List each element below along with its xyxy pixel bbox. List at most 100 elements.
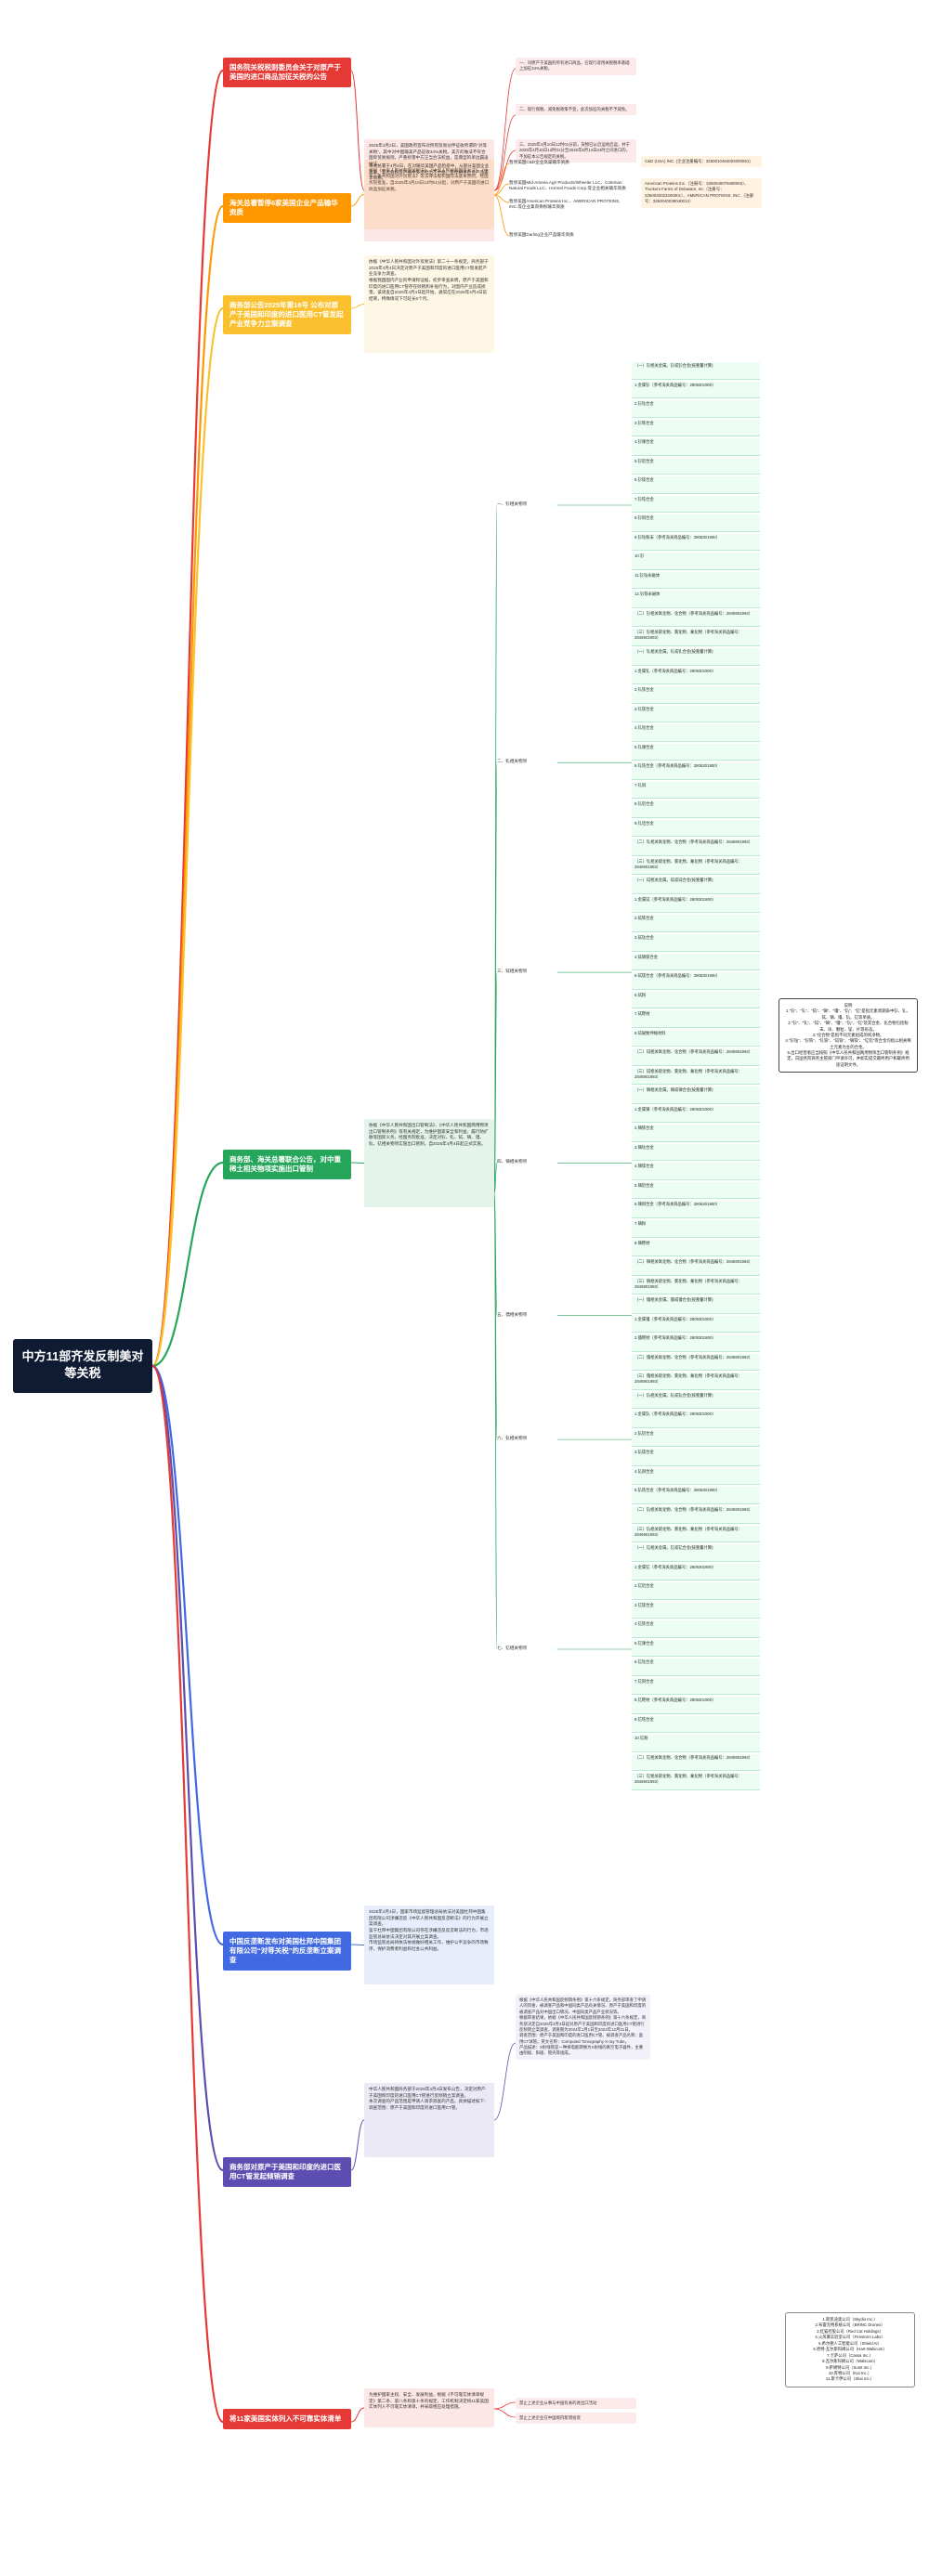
b4-leaf-19: 4.钆钴合金	[632, 724, 760, 742]
b4-leaf-72: 10.钇粉	[632, 1735, 760, 1752]
branch-b5[interactable]: 中国反垄断发布对美国杜邦中国集团有限公司“对等关税”的反垄断立案调查	[223, 1932, 351, 1971]
entity-item: 7.卡萨公司（Cassa Inc.）	[827, 2352, 873, 2358]
branch-b4[interactable]: 商务部、海关总署联合公告，对中重稀土相关物项实施出口管制	[223, 1150, 351, 1180]
branch-b2-desc: 海关总署于4月4日，在对输华美国产品检疫中，从部分美国企业高粱、禽肉骨粉等产品中…	[364, 160, 494, 229]
b4-leaf-70: 8.钇靶材（参考海关商品编号：2805301900）	[632, 1697, 760, 1714]
b4-leaf-14: （三）钐相关硫化物、氯化物、氟化物（参考海关商品编号：2846901993）	[632, 629, 760, 646]
b4-leaf-57: 3.钪镁合金	[632, 1449, 760, 1466]
b6-detail: 根据《中华人民共和国反倾销条例》第十六条规定，商务部审查了申请人的资格、被调查产…	[516, 1995, 650, 2060]
b4-leaf-30: 3.铽钴合金	[632, 934, 760, 952]
b4-leaf-22: 7.钆铜	[632, 781, 760, 800]
b4-leaf-3: 3.钐铁合金	[632, 419, 760, 437]
entity-item: 8.瓦尔斯科姆公司（Walscom）	[822, 2359, 878, 2364]
b1-item-1: 二、现行保税、减免税政策不变，此次加征的关税不予减免。	[516, 104, 636, 116]
b4-leaf-10: 10.钐	[632, 553, 760, 570]
b4-leaf-5: 5.钐铝合金	[632, 457, 760, 475]
b4-leaf-73: （二）钇相关氧化物、化合物（参考海关商品编号：2846901993）	[632, 1753, 760, 1772]
branch-b3[interactable]: 商务部公告2025年第18号 公布对原产于美国和印度的进口医用CT管发起产业竞争…	[223, 295, 351, 335]
b4-leaf-56: 2.钪铝合金	[632, 1429, 760, 1448]
branch-b6[interactable]: 商务部对原产于美国和印度的进口医用CT管发起倾销调查	[223, 2157, 351, 2188]
b4-leaf-45: 7.镝粉	[632, 1220, 760, 1238]
b4-leaf-29: 2.铽铁合金	[632, 915, 760, 932]
b4-leaf-67: 5.钇镍合金	[632, 1639, 760, 1658]
b4-leaf-27: （一）铽相关金属。铽或铽合金(按重量计算)	[632, 877, 760, 894]
b4-leaf-9: 9.钐钴粉末（参考海关商品编号：2805301900）	[632, 533, 760, 552]
branch-b7-desc: 为维护国家主权、安全、发展利益，根据《不可靠实体清单规定》第二条、第八条和第十条…	[364, 2388, 494, 2427]
branch-b5-desc: 2025年4月4日，国家市场监督管理总局依法对美国杜邦中国集团有限公司涉嫌违反《…	[364, 1906, 494, 1984]
entity-item: 2.布雷克特系统公司（BRINC Drones）	[815, 2322, 885, 2328]
b4-leaf-31: 4.铽镝铁合金	[632, 953, 760, 971]
link-b6-desc	[350, 2119, 365, 2171]
link-root-b7	[151, 1364, 224, 2424]
b4-leaf-12: 12.钐铁永磁体	[632, 591, 760, 608]
b4-group-2[interactable]: 三、铽相关物项	[497, 969, 528, 974]
b4-leaf-23: 8.钆铝合金	[632, 800, 760, 818]
b4-leaf-39: 1.金属镝（参考海关商品编号：2805301900）	[632, 1105, 760, 1124]
b4-leaf-47: （二）镝相关氧化物、化合物（参考海关商品编号：2846901993）	[632, 1258, 760, 1276]
link-b2-item-2	[493, 194, 510, 203]
link-b3-desc	[350, 304, 365, 309]
link-b1-item-0	[493, 68, 517, 191]
b4-group-3[interactable]: 四、镝相关物项	[497, 1159, 528, 1164]
b4-leaf-54: （一）钪相关金属。钪或钪合金(按重量计算)	[632, 1391, 760, 1410]
entity-item: 11.斯卡伊公司（Skai Inc.）	[825, 2376, 875, 2382]
branch-b3-desc: 依据《中华人民共和国对外贸易法》第二十一条规定，商务部于2025年4月4日决定对…	[364, 255, 494, 353]
link-b4-group-2	[493, 971, 498, 1194]
b4-leaf-51: 2.镥靶材（参考海关商品编号：2805301900）	[632, 1334, 760, 1352]
b4-leaf-13: （二）钐相关氧化物、化合物（参考海关商品编号：2846901993）	[632, 609, 760, 628]
b4-leaf-15: （一）钆相关金属。钆或钆合金(按重量计算)	[632, 648, 760, 666]
b4-leaf-21: 6.钆锆合金（参考海关商品编号：2805301900）	[632, 762, 760, 780]
b4-leaf-20: 5.钆镍合金	[632, 743, 760, 761]
b4-group-0[interactable]: 一、钐相关物项	[497, 501, 528, 506]
b4-group-4[interactable]: 五、镥相关物项	[497, 1311, 528, 1317]
link-b7-desc	[350, 2407, 365, 2423]
b4-leaf-48: （三）镝相关硫化物、氯化物、氟化物（参考海关商品编号：2846901993）	[632, 1277, 760, 1295]
b4-group-5[interactable]: 六、钪相关物项	[497, 1436, 528, 1441]
b4-leaf-32: 5.铽镁合金（参考海关商品编号：2805301900）	[632, 972, 760, 990]
b4-leaf-74: （三）钇相关硫化物、氯化物、氟化物（参考海关商品编号：2846901993）	[632, 1773, 760, 1790]
branch-b6-desc: 中华人民共和国商务部于2025年4月4日发布公告，决定对原产于美国和印度的进口医…	[364, 2083, 494, 2157]
b4-group-6[interactable]: 七、钇相关物项	[497, 1646, 528, 1650]
b4-leaf-38: （一）镝相关金属。镝或镝合金(按重量计算)	[632, 1086, 760, 1104]
b4-leaf-49: （一）镥相关金属。镥或镥合金(按重量计算)	[632, 1296, 760, 1314]
b2-detail-1: American Proteins Inc.（注册号：3250040079490…	[641, 178, 762, 208]
link-b2-item-1	[493, 183, 510, 196]
link-b7-item-0	[493, 2401, 517, 2410]
b4-leaf-25: （二）钆相关氧化物、化合物（参考海关商品编号：2846901993）	[632, 839, 760, 856]
root-node[interactable]: 中方11部齐发反制美对等关税	[13, 1339, 152, 1393]
branch-b2[interactable]: 海关总署暂停6家美国企业产品输华资质	[223, 193, 351, 224]
link-b4-group-5	[493, 1192, 498, 1440]
branch-b4-desc: 依据《中华人民共和国出口管制法》、《中华人民共和国两用物项出口管制条例》等有关规…	[364, 1119, 494, 1207]
b4-leaf-52: （二）镥相关氧化物、化合物（参考海关商品编号：2846901993）	[632, 1353, 760, 1372]
b4-leaf-64: 2.钇铝合金	[632, 1582, 760, 1600]
b4-leaf-6: 6.钐镁合金	[632, 476, 760, 494]
b4-leaf-35: 8.铽磁致伸缩材料	[632, 1029, 760, 1047]
link-b1-desc	[350, 70, 365, 191]
branch-b1-desc: 2025年4月2日，美国政府宣布对所有贸易伙伴征收所谓的“对等关税”，其中对中国…	[364, 139, 494, 241]
b4-leaf-26: （三）钆相关硫化物、氯化物、氟化物（参考海关商品编号：2846901993）	[632, 857, 760, 876]
b4-leaf-71: 9.钇锆合金	[632, 1715, 760, 1734]
b4-leaf-55: 1.金属钪（参考海关商品编号：2805301900）	[632, 1411, 760, 1428]
b1-item-2: 三、2025年4月10日12时01分前，货物已从启运地启运，并于2025年4月1…	[516, 139, 636, 163]
b4-leaf-69: 7.钇铜合金	[632, 1677, 760, 1696]
b7-item-1: 禁止上述企业在中国境内新增投资	[516, 2413, 636, 2425]
entity-item: 5.希尔德人工智能公司（Shield AI）	[818, 2340, 882, 2346]
b4-leaf-11: 11.钐钴永磁体	[632, 571, 760, 590]
b4-leaf-68: 6.钇钴合金	[632, 1659, 760, 1676]
b2-item-1: 暂停美国Mid-Ameria Agri Products/Wheeler LLC…	[509, 180, 626, 190]
entity-item: 6.哈特-瓦尔斯科姆公司（Hart-Walscom）	[813, 2347, 887, 2352]
branch-b1[interactable]: 国务院关税税则委员会关于对原产于美国的进口商品加征关税的公告	[223, 58, 351, 88]
b4-leaf-4: 4.钐镍合金	[632, 438, 760, 456]
branch-b7[interactable]: 将11家美国实体列入不可靠实体清单	[223, 2409, 351, 2430]
b4-leaf-46: 8.镝靶材	[632, 1239, 760, 1257]
b4-leaf-65: 3.钇镁合金	[632, 1601, 760, 1620]
link-b1-item-2	[493, 150, 517, 191]
b4-leaf-43: 5.镝铝合金	[632, 1181, 760, 1200]
b4-leaf-60: （二）钪相关氧化物、化合物（参考海关商品编号：2846901993）	[632, 1506, 760, 1524]
link-root-b2	[151, 204, 224, 1368]
b1-item-0: 一、对原产于美国的所有进口商品，在现行适用关税税率基础上加征34%关税。	[516, 58, 636, 75]
b4-group-1[interactable]: 二、钆相关物项	[497, 759, 528, 764]
link-b2-item-0	[493, 163, 510, 196]
b4-leaf-1: 1.金属钐（参考海关商品编号：2805301900）	[632, 381, 760, 399]
